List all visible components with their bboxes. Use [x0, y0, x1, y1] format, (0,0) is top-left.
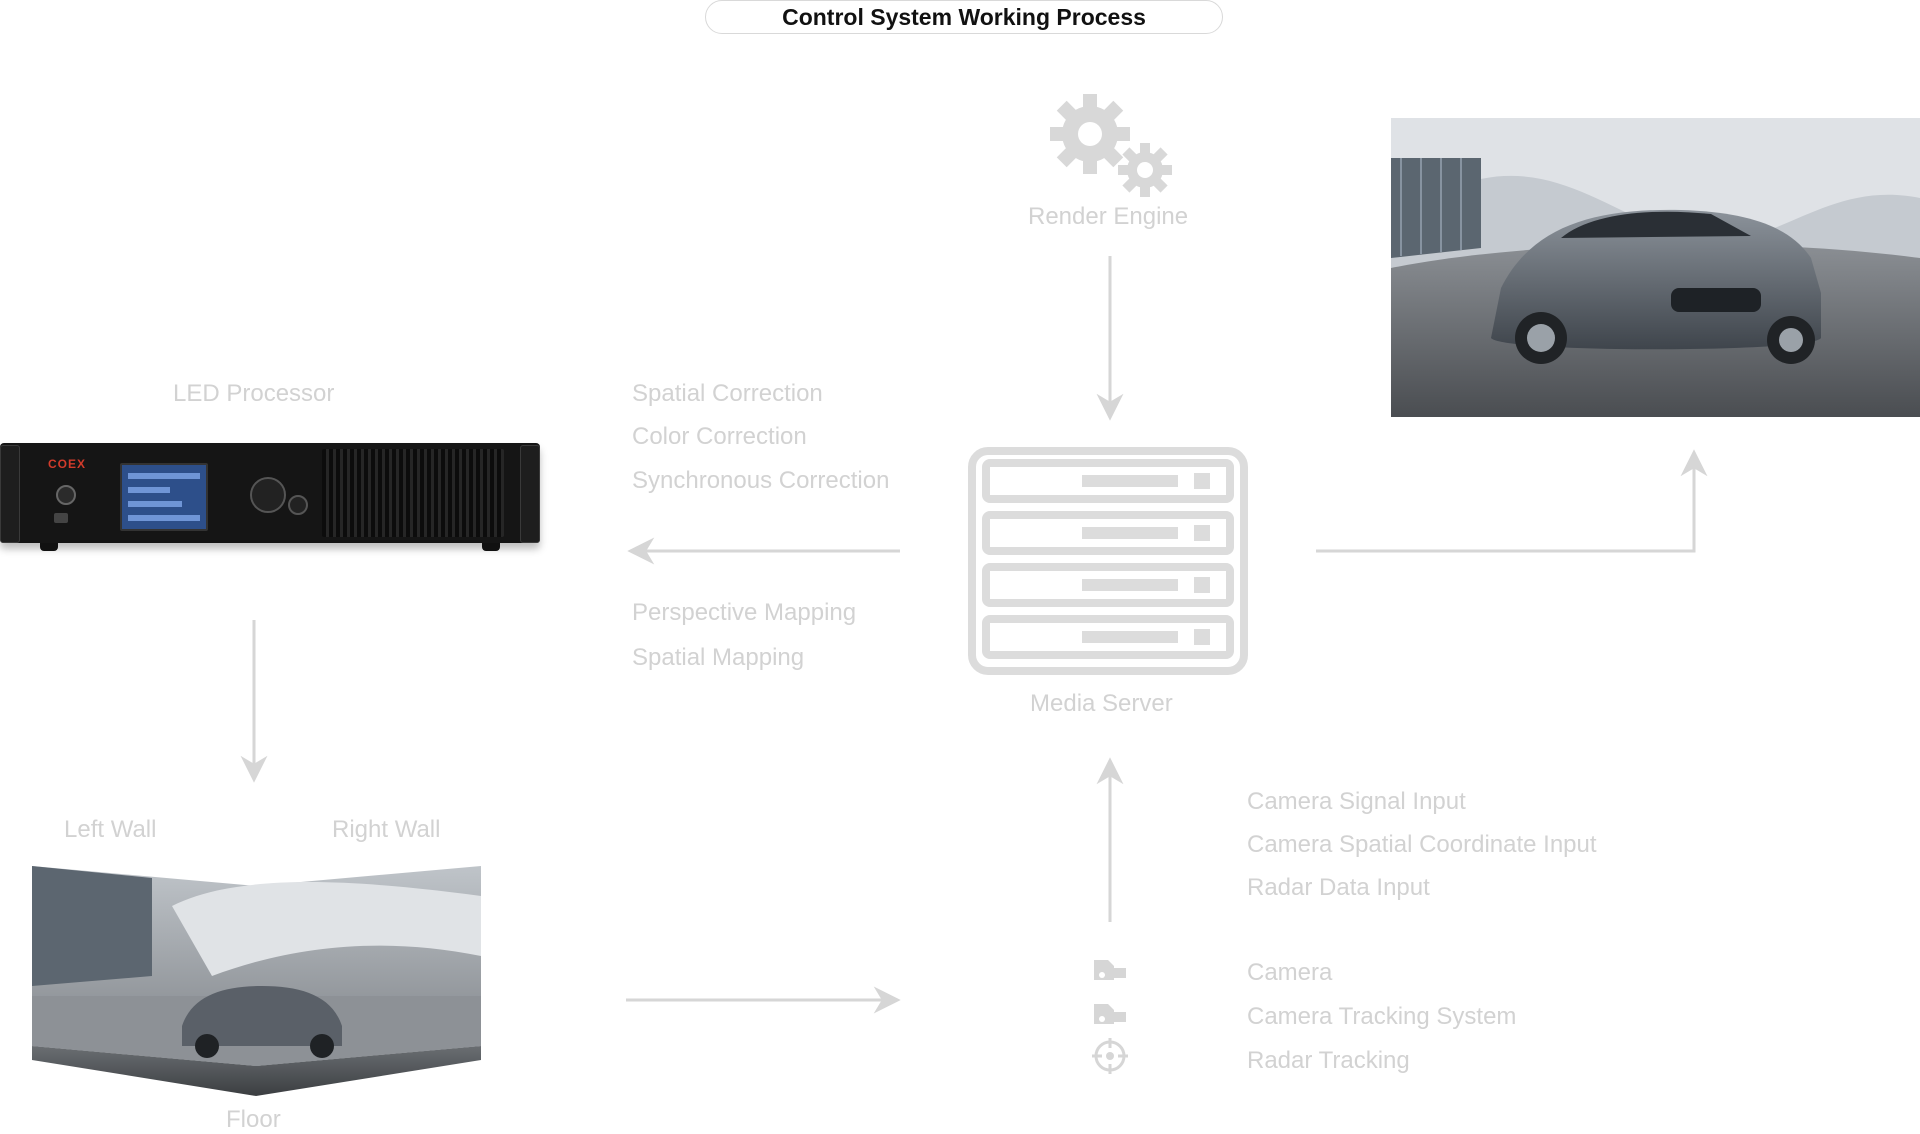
floor-label: Floor [226, 1106, 281, 1133]
button-knob [288, 495, 308, 515]
correction-item: Spatial Correction [632, 380, 823, 407]
processor-brand: COEX [48, 457, 87, 471]
led-processor-label: LED Processor [173, 380, 335, 407]
render-engine-label: Render Engine [1028, 203, 1189, 230]
mapping-item: Perspective Mapping [632, 599, 857, 626]
stage-panel-image [32, 866, 481, 1096]
source-item: Radar Tracking [1247, 1047, 1410, 1074]
server-rack-icon [968, 447, 1248, 675]
diagram-title: Control System Working Process [705, 0, 1223, 34]
input-item: Camera Spatial Coordinate Input [1247, 831, 1597, 858]
gears-icon [1050, 94, 1172, 197]
mapping-item: Spatial Mapping [632, 644, 805, 671]
camera-icon [1094, 1004, 1126, 1024]
car-render-image [1391, 118, 1920, 417]
left-wall-label: Left Wall [64, 816, 157, 843]
processor-screen [120, 463, 208, 531]
camera-icon [1094, 960, 1126, 980]
led-processor-device: COEX [0, 443, 540, 551]
source-item: Camera [1247, 959, 1333, 986]
right-wall-label: Right Wall [332, 816, 441, 843]
input-item: Radar Data Input [1247, 874, 1430, 901]
media-server-label: Media Server [1030, 690, 1173, 717]
control-knob [250, 477, 286, 513]
power-knob [56, 485, 76, 505]
vent-grille [322, 449, 504, 537]
crosshair-icon [1092, 1038, 1128, 1074]
arrow-server-to-output [1316, 449, 1708, 553]
input-item: Camera Signal Input [1247, 788, 1466, 815]
source-item: Camera Tracking System [1247, 1003, 1517, 1030]
correction-item: Synchronous Correction [632, 467, 890, 494]
rack-ear-left [0, 445, 20, 543]
correction-item: Color Correction [632, 423, 807, 450]
rack-ear-right [520, 445, 540, 543]
usb-port [54, 513, 68, 523]
